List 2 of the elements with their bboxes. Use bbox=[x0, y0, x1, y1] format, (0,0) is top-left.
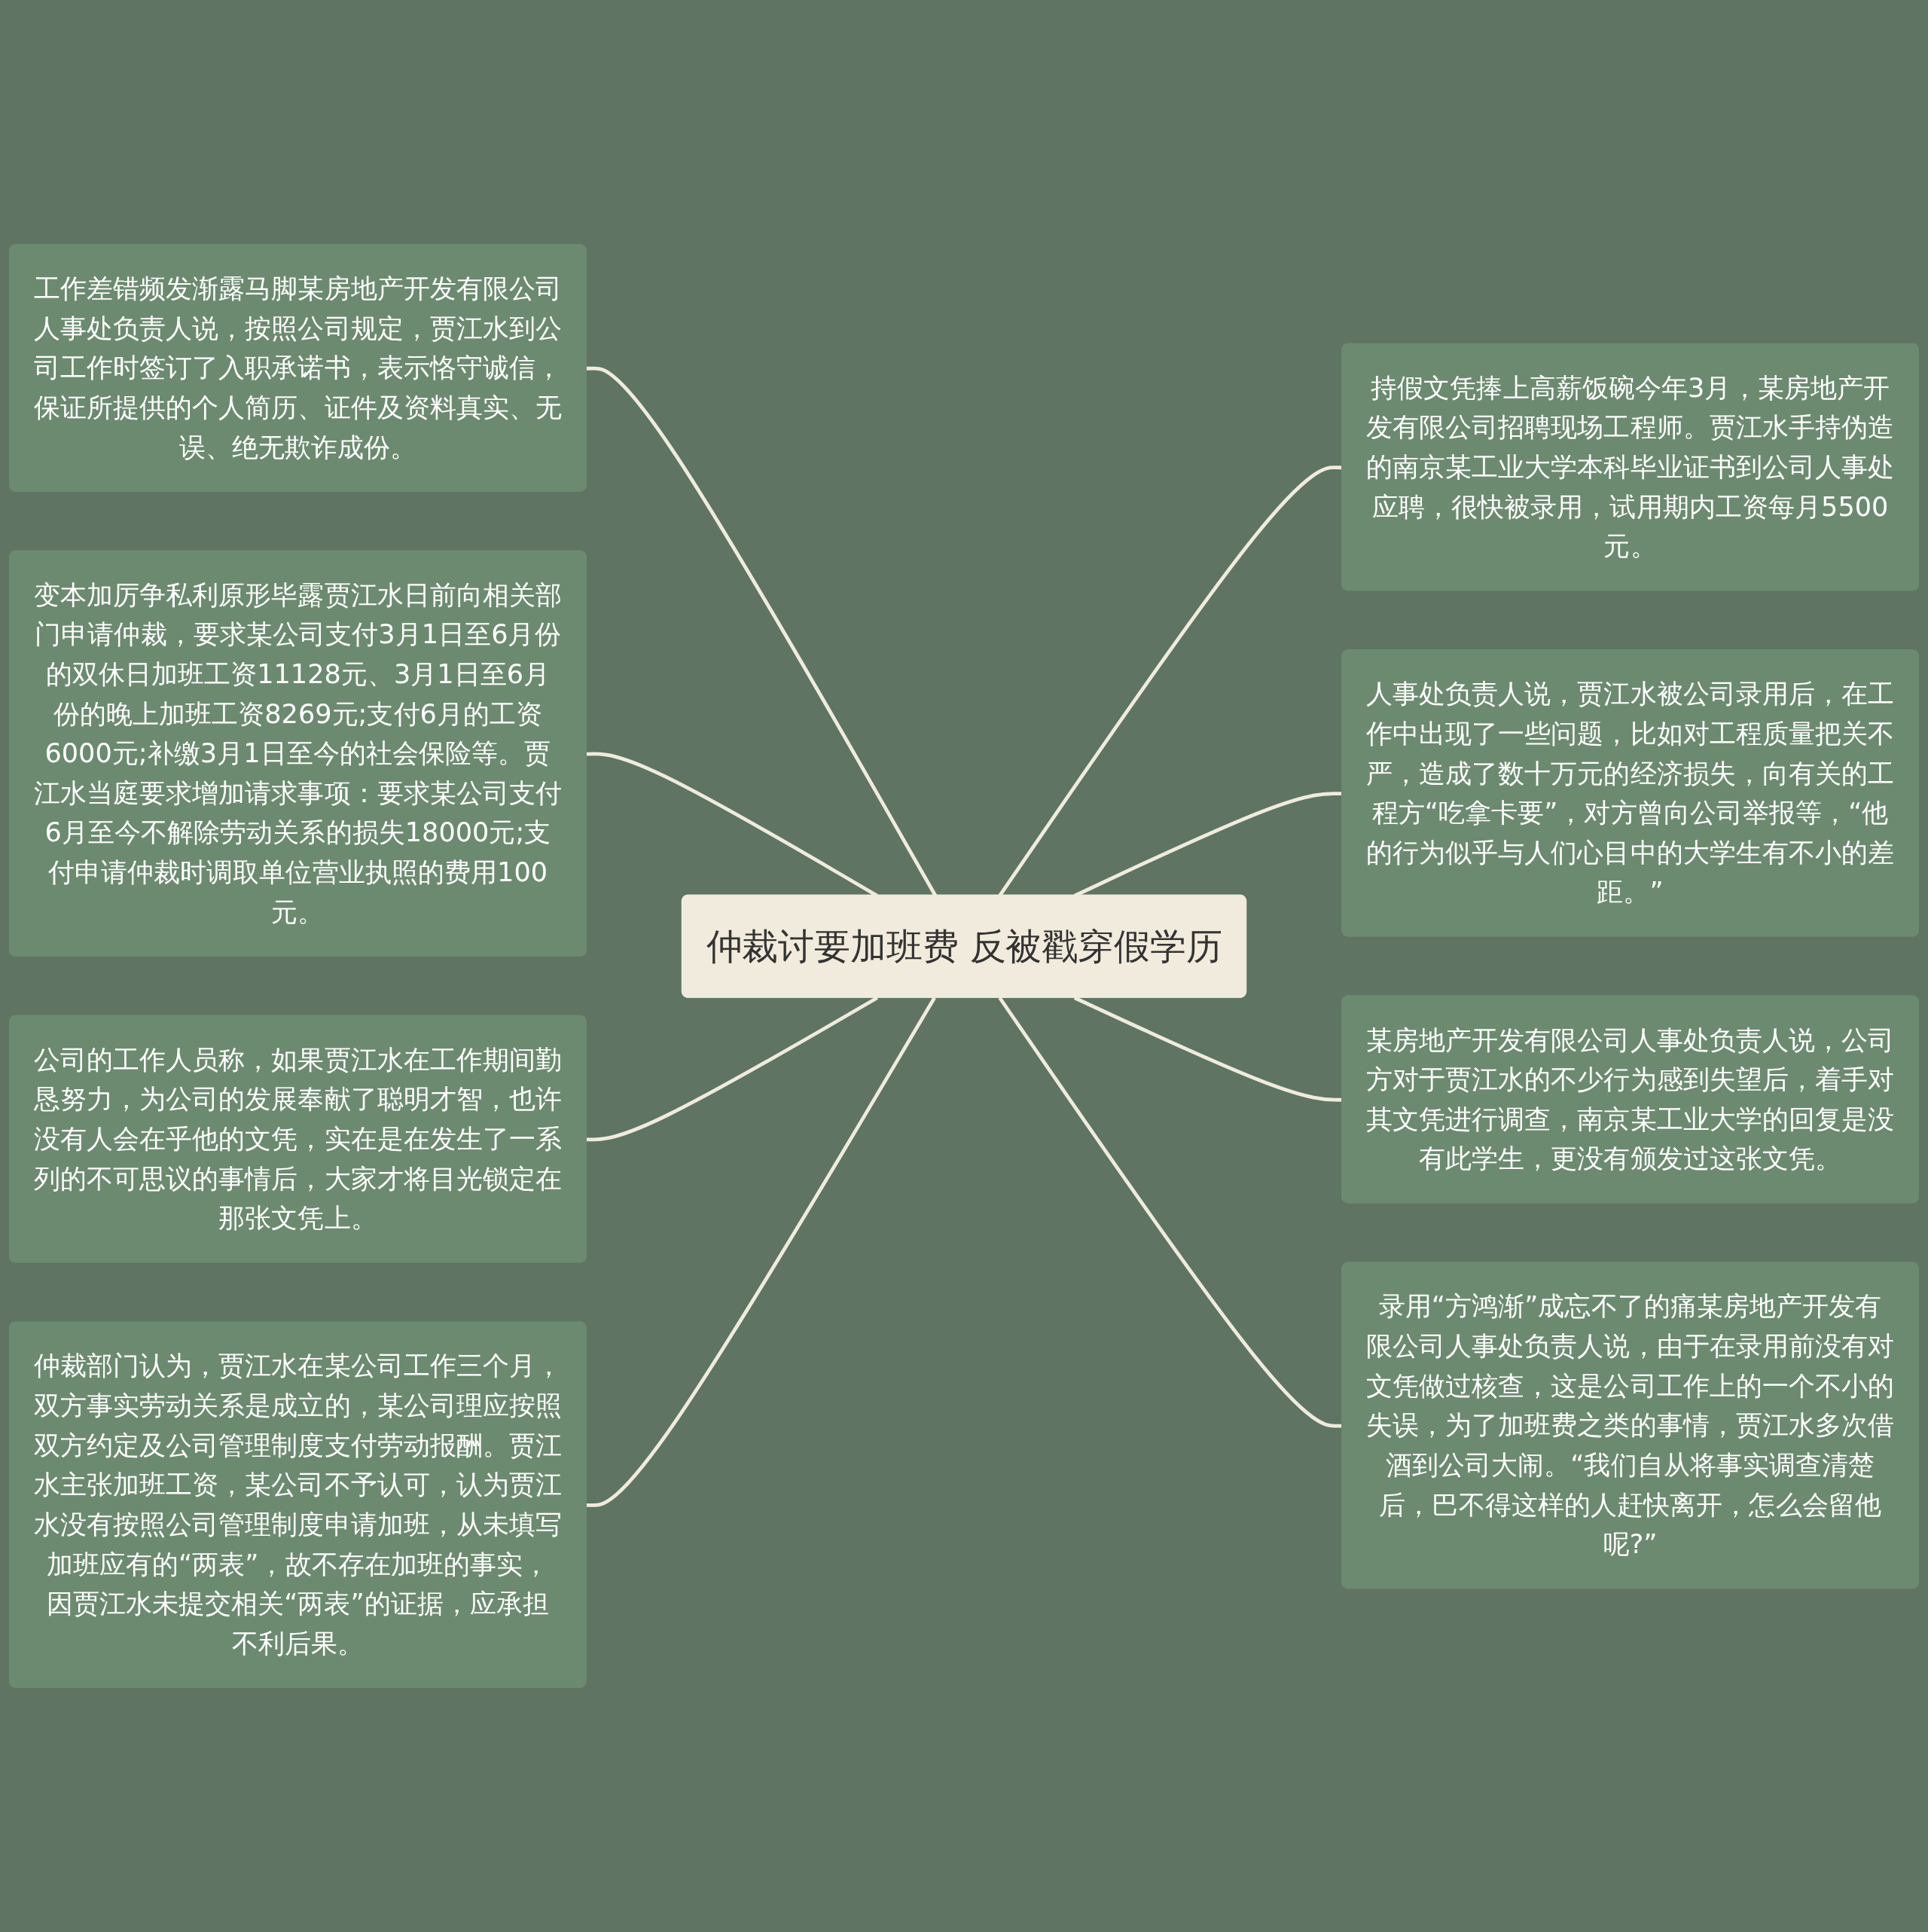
connector bbox=[586, 997, 936, 1507]
connector bbox=[586, 996, 878, 1142]
